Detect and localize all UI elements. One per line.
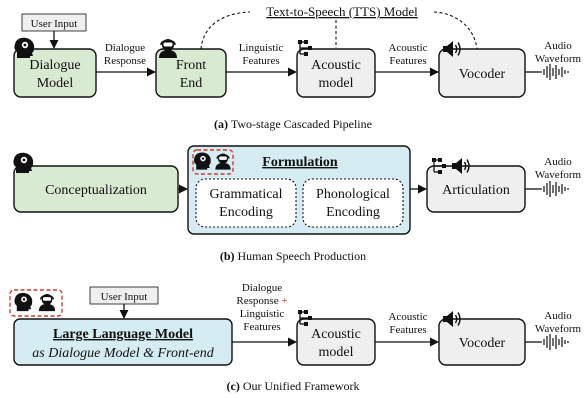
- caption-a-text: Two-stage Cascaded Pipeline: [231, 117, 372, 131]
- audio-waveform-b-label-1: Audio: [544, 156, 572, 168]
- panel-c: User Input Large Language Model as Dialo…: [9, 282, 582, 393]
- vocoder-box: [438, 48, 526, 98]
- caption-c-letter: (c): [227, 379, 240, 393]
- llm-icons-highlight: [9, 289, 63, 317]
- acoustic-model-box: [296, 48, 376, 98]
- audio-waveform-label-1: Audio: [544, 40, 572, 52]
- audio-waveform-icon: [540, 63, 569, 81]
- acoustic-features-c-label-2: Features: [389, 324, 426, 336]
- acoustic-model-c-label-2: model: [319, 345, 354, 360]
- dialogue-response-label-2: Response: [104, 55, 146, 67]
- grammatical-label-2: Encoding: [219, 205, 273, 220]
- panel-a: User Input Dialogue Model Dialogue Respo…: [13, 4, 582, 131]
- audio-waveform-c-label-2: Waveform: [535, 323, 582, 335]
- acoustic-features-label-1: Acoustic: [388, 42, 427, 54]
- audio-waveform-label-2: Waveform: [535, 53, 582, 65]
- caption-b-text: Human Speech Production: [238, 249, 367, 263]
- phonological-label-2: Encoding: [326, 205, 380, 220]
- grammatical-encoding-box: [195, 178, 297, 228]
- tts-bracket-right: [433, 11, 478, 50]
- brain-head-icon: [14, 37, 35, 58]
- dialogue-model-box: [13, 48, 97, 98]
- caption-a-letter: (a): [214, 117, 228, 131]
- brain-head-icon-b: [13, 152, 34, 173]
- response-label-4: Features: [243, 321, 280, 333]
- response-label-2: Response +: [236, 295, 287, 307]
- user-input-label: User Input: [31, 18, 78, 30]
- front-end-label-2: End: [180, 76, 203, 91]
- conceptualization-label: Conceptualization: [45, 183, 147, 198]
- acoustic-features-label-2: Features: [389, 55, 426, 67]
- acoustic-model-label-2: model: [319, 76, 354, 91]
- front-end-label-1: Front: [176, 58, 206, 73]
- dialogue-model-label-2: Model: [37, 76, 74, 91]
- audio-waveform-b-label-2: Waveform: [535, 169, 582, 181]
- vocoder-c-label: Vocoder: [459, 336, 506, 351]
- acoustic-features-c-label-1: Acoustic: [388, 311, 427, 323]
- audio-waveform-icon-c: [540, 333, 569, 351]
- linguistic-features-label-1: Linguistic: [239, 42, 284, 54]
- formulation-title: Formulation: [262, 155, 338, 170]
- tts-model-label: Text-to-Speech (TTS) Model: [266, 4, 418, 19]
- dialogue-response-label-1: Dialogue: [105, 42, 145, 54]
- plus-sign: +: [281, 295, 287, 307]
- caption-a: (a) Two-stage Cascaded Pipeline: [214, 117, 372, 131]
- llm-title: Large Language Model: [53, 327, 193, 342]
- front-end-box: [155, 48, 227, 98]
- caption-b: (b) Human Speech Production: [220, 249, 366, 263]
- articulation-label: Articulation: [442, 183, 510, 198]
- vocoder-label: Vocoder: [459, 67, 506, 82]
- linguistic-features-label-2: Features: [242, 55, 279, 67]
- person-icon-c: [38, 293, 56, 312]
- panel-b: Conceptualization Formulation Grammatica…: [13, 145, 582, 263]
- acoustic-model-c-label-1: Acoustic: [311, 327, 361, 342]
- phonological-label-1: Phonological: [316, 187, 390, 202]
- brain-head-icon-c: [14, 292, 33, 312]
- formulation-icons-highlight: [192, 149, 234, 175]
- caption-c: (c) Our Unified Framework: [227, 379, 360, 393]
- phonological-encoding-box: [302, 178, 404, 228]
- acoustic-model-label-1: Acoustic: [311, 58, 361, 73]
- response-label-2-text: Response: [236, 295, 278, 307]
- response-label-3: Linguistic: [240, 308, 285, 320]
- audio-waveform-icon-b: [540, 180, 569, 198]
- llm-subtitle: as Dialogue Model & Front-end: [32, 346, 214, 361]
- caption-c-text: Our Unified Framework: [243, 379, 360, 393]
- audio-waveform-c-label-1: Audio: [544, 310, 572, 322]
- caption-b-letter: (b): [220, 249, 235, 263]
- brain-head-icon-formulation: [193, 152, 211, 170]
- grammatical-label-1: Grammatical: [209, 187, 282, 202]
- tts-bracket-left: [200, 11, 251, 50]
- response-label-1: Dialogue: [242, 282, 282, 294]
- user-input-label-c: User Input: [101, 291, 148, 303]
- dialogue-model-label-1: Dialogue: [29, 58, 80, 73]
